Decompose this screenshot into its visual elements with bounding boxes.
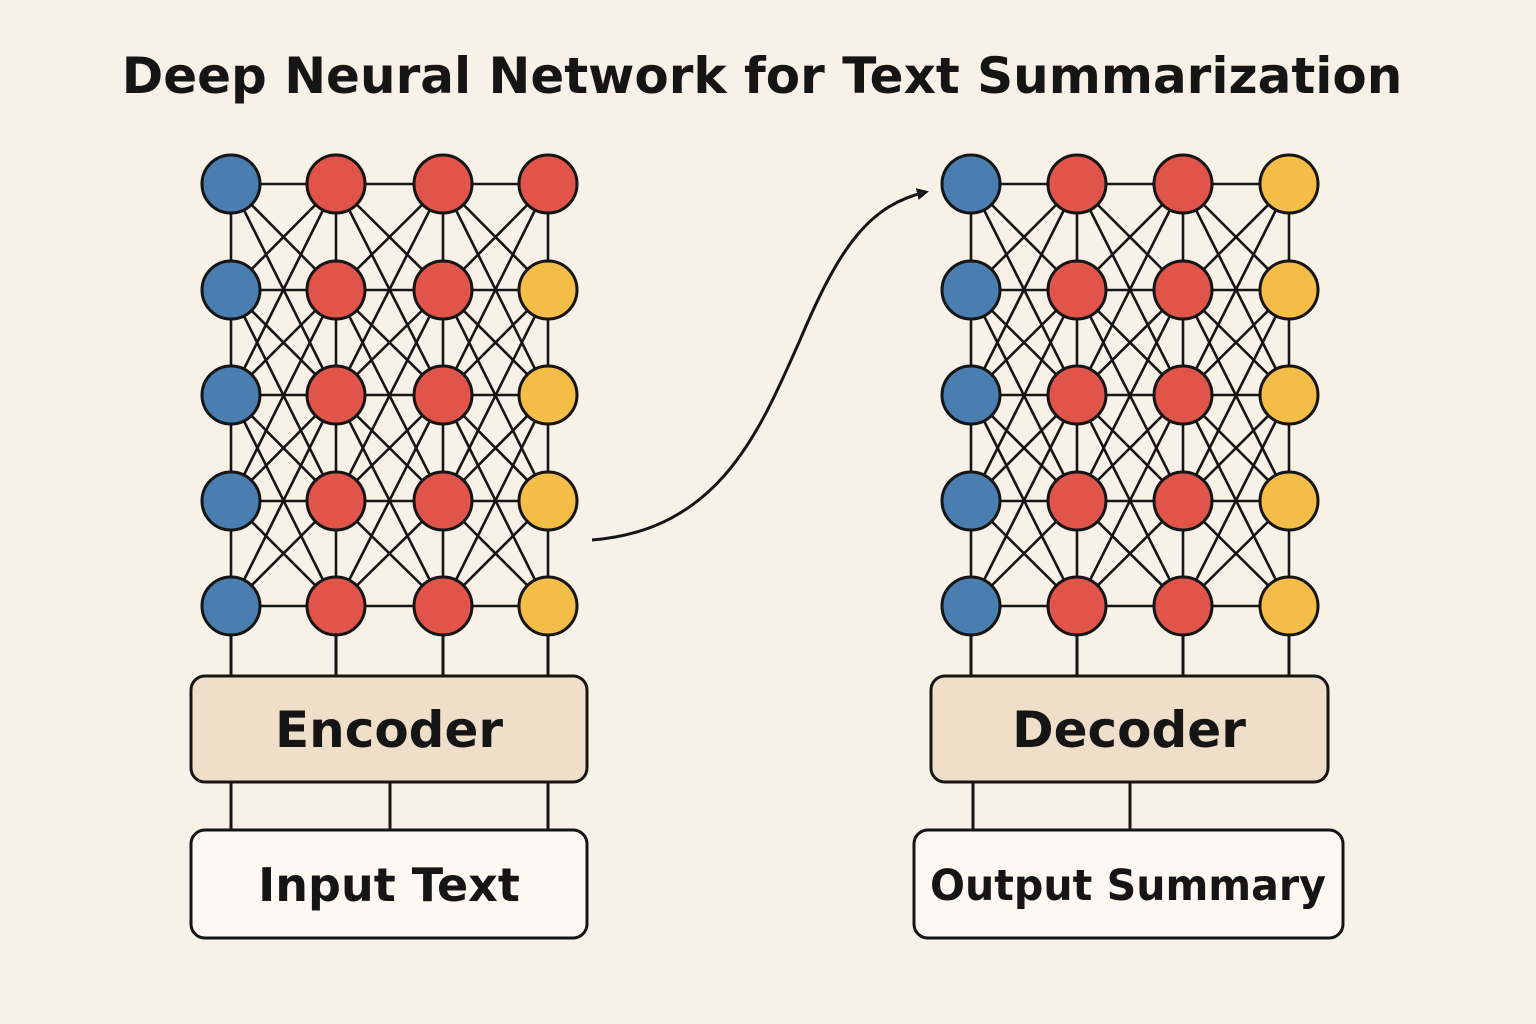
decoder-node-blue (940, 470, 1002, 532)
decoder-node-yellow (1258, 575, 1320, 637)
encoder-connections (229, 182, 550, 608)
encoder-node-blue (200, 575, 262, 637)
decoder-connection (1181, 183, 1291, 396)
curved-arrow-icon (591, 188, 929, 542)
encoder-node-red (305, 153, 367, 215)
decoder-connection (1075, 183, 1185, 396)
encoder-network-connectors (229, 636, 550, 676)
decoder-node-red (1152, 259, 1214, 321)
encoder-input-connectors (229, 782, 550, 830)
encoder-box: Encoder (189, 674, 589, 784)
encoder-node-yellow (517, 575, 579, 637)
decoder-node-red (1046, 153, 1108, 215)
encoder-connection (441, 183, 550, 396)
decoder-node-red (1046, 470, 1108, 532)
encoder-node-red (305, 470, 367, 532)
encoder-connection (334, 394, 445, 607)
decoder-node-red (1046, 575, 1108, 637)
encoder-nodes (200, 153, 579, 637)
decoder-node-blue (940, 575, 1002, 637)
decoder-node-red (1152, 575, 1214, 637)
decoder-network-connectors (969, 636, 1291, 676)
encoder-node-red (412, 364, 474, 426)
encoder-connection (441, 289, 550, 502)
output-summary-label: Output Summary (930, 861, 1326, 911)
decoder-output-connectors (971, 782, 1132, 830)
decoder-node-yellow (1258, 364, 1320, 426)
decoder-connections (969, 182, 1291, 608)
encoder-node-red (517, 153, 579, 215)
decoder-connection (969, 289, 1079, 502)
decoder-connection (1075, 289, 1185, 502)
encoder-network (200, 153, 579, 637)
output-summary-box: Output Summary (912, 828, 1345, 940)
decoder-connection (969, 183, 1079, 396)
decoder-node-yellow (1258, 259, 1320, 321)
input-text-label: Input Text (258, 858, 520, 912)
decoder-node-red (1046, 364, 1108, 426)
decoder-network (940, 153, 1320, 637)
decoder-node-yellow (1258, 470, 1320, 532)
encoder-node-red (305, 575, 367, 637)
decoder-connection (969, 394, 1079, 607)
decoder-label: Decoder (1012, 701, 1246, 759)
input-text-box: Input Text (189, 828, 589, 940)
decoder-node-red (1152, 153, 1214, 215)
encoder-node-yellow (517, 364, 579, 426)
encoder-node-red (305, 364, 367, 426)
encoder-node-blue (200, 153, 262, 215)
encoder-connection (334, 289, 445, 502)
decoder-node-blue (940, 153, 1002, 215)
encoder-node-yellow (517, 470, 579, 532)
decoder-box: Decoder (929, 674, 1330, 784)
encoder-connection (334, 183, 445, 396)
encoder-connection (229, 394, 338, 607)
encoder-node-red (412, 153, 474, 215)
decoder-node-blue (940, 364, 1002, 426)
encoder-node-yellow (517, 259, 579, 321)
encoder-node-red (412, 470, 474, 532)
decoder-node-red (1152, 470, 1214, 532)
decoder-connection (1181, 394, 1291, 607)
decoder-node-yellow (1258, 153, 1320, 215)
decoder-node-red (1046, 259, 1108, 321)
encoder-connection (441, 394, 550, 607)
decoder-node-blue (940, 259, 1002, 321)
decoder-nodes (940, 153, 1320, 637)
encoder-connection (229, 289, 338, 502)
diagram-title: Deep Neural Network for Text Summarizati… (122, 47, 1403, 105)
encoder-node-blue (200, 470, 262, 532)
encoder-node-red (412, 259, 474, 321)
encoder-node-red (305, 259, 367, 321)
encoder-connection (229, 183, 338, 396)
encoder-node-blue (200, 259, 262, 321)
encoder-node-blue (200, 364, 262, 426)
encoder-label: Encoder (275, 701, 503, 759)
encoder-node-red (412, 575, 474, 637)
decoder-connection (1075, 394, 1185, 607)
decoder-connection (1181, 289, 1291, 502)
decoder-node-red (1152, 364, 1214, 426)
